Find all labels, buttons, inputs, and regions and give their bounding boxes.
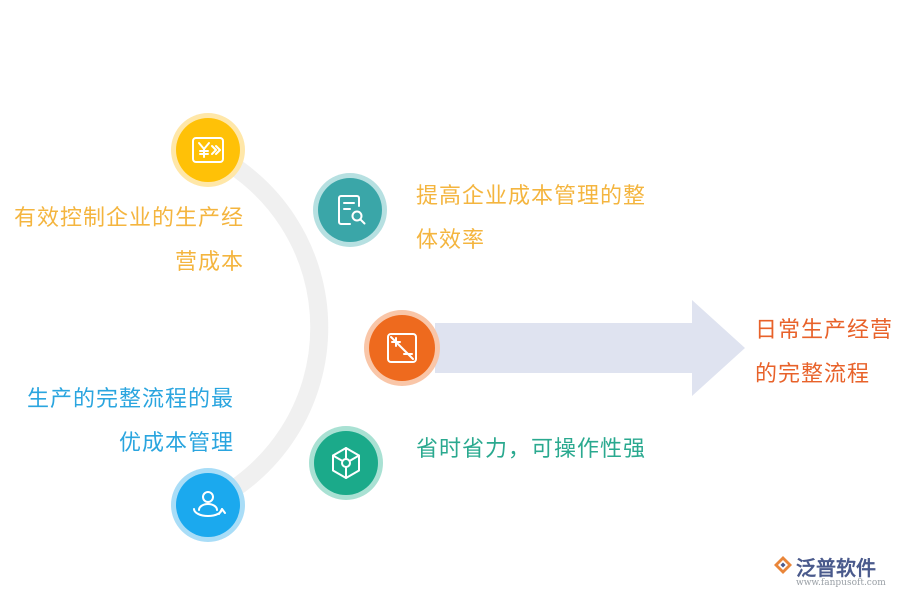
label-center: 日常生产经营 的完整流程 bbox=[755, 309, 900, 397]
label-center-line2: 的完整流程 bbox=[755, 362, 871, 387]
label-optimal-cost: 生产的完整流程的最 优成本管理 bbox=[0, 378, 234, 466]
label-cost-control-line2: 营成本 bbox=[174, 250, 244, 275]
connector-arc bbox=[196, 141, 329, 514]
label-cost-control: 有效控制企业的生产经 营成本 bbox=[0, 197, 244, 285]
brand-name: 泛普软件 bbox=[796, 556, 876, 580]
label-optimal-cost-line2: 优成本管理 bbox=[118, 431, 234, 456]
label-optimal-cost-line1: 生产的完整流程的最 bbox=[26, 387, 234, 412]
fanpu-logo-icon bbox=[774, 556, 792, 574]
yen-icon bbox=[192, 137, 224, 163]
flow-arrow bbox=[435, 300, 745, 396]
label-efficiency: 提高企业成本管理的整 体效率 bbox=[416, 175, 676, 263]
node-optimal-cost bbox=[171, 468, 245, 542]
node-easy-operate bbox=[309, 426, 383, 500]
brand-logo: 泛普软件 www.fanpusoft.com bbox=[772, 550, 897, 600]
node-efficiency bbox=[313, 173, 387, 247]
label-cost-control-line1: 有效控制企业的生产经 bbox=[13, 206, 244, 231]
user-cycle-icon bbox=[193, 491, 226, 517]
document-search-icon bbox=[338, 195, 366, 225]
label-efficiency-line1: 提高企业成本管理的整 bbox=[416, 184, 647, 209]
label-efficiency-line2: 体效率 bbox=[416, 228, 486, 253]
label-easy-operate: 省时省力，可操作性强 bbox=[416, 428, 676, 472]
node-cost-control bbox=[171, 113, 245, 187]
label-easy-operate-line1: 省时省力，可操作性强 bbox=[416, 437, 647, 462]
node-center bbox=[364, 310, 440, 386]
network-hexagon-icon bbox=[332, 447, 360, 479]
label-center-line1: 日常生产经营 bbox=[755, 318, 894, 343]
plus-minus-icon bbox=[387, 333, 417, 363]
brand-url: www.fanpusoft.com bbox=[796, 578, 886, 588]
